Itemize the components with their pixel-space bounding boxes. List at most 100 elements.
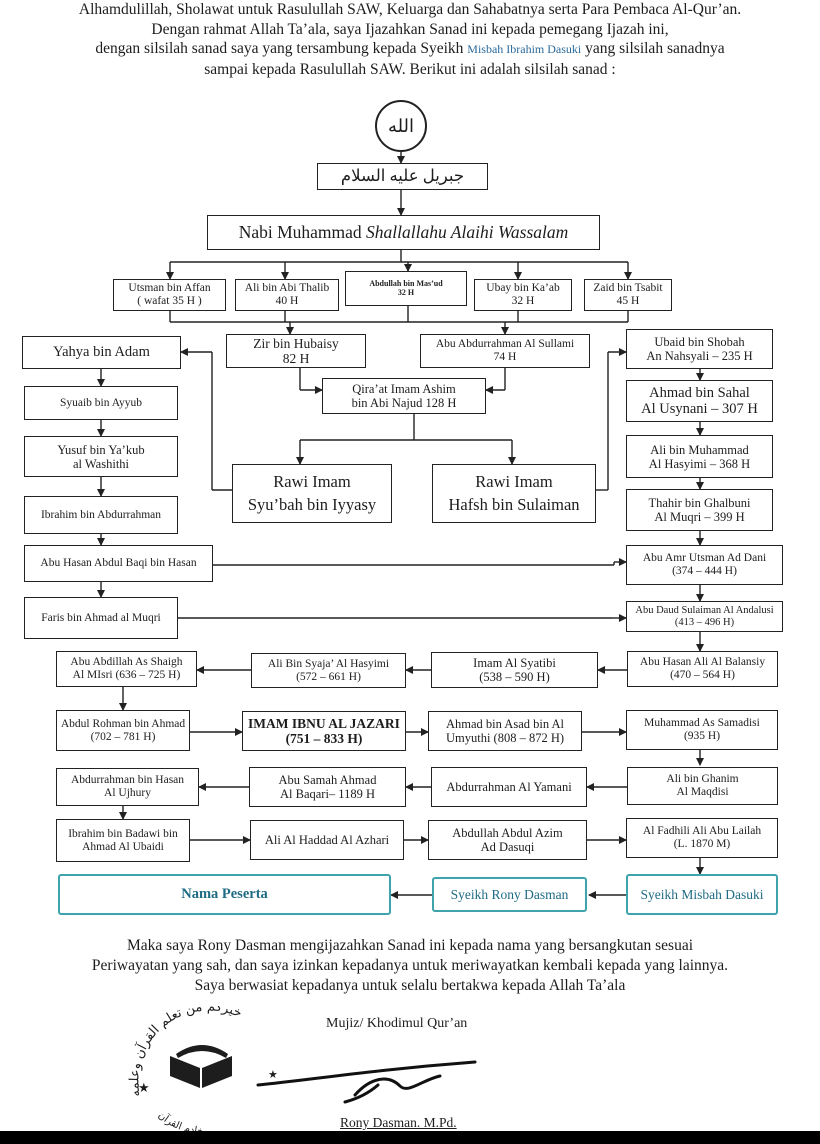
node-abu-hasan-balansiy: Abu Hasan Ali Al Balansiy (470 – 564 H) [627, 651, 778, 687]
node-samadisi-line-1: Muhammad As Samadisi [644, 717, 760, 730]
node-abu-samah: Abu Samah Ahmad Al Baqari– 1189 H [249, 767, 406, 807]
handwritten-signature [256, 1060, 477, 1104]
node-ibrahim-text: Ibrahim bin Abdurrahman [40, 508, 162, 521]
node-abdul-azim-line-2: Ad Dasuqi [480, 840, 535, 854]
node-zir: Zir bin Hubaisy 82 H [226, 334, 366, 368]
node-syeikh-rony-dasman: Syeikh Rony Dasman [432, 877, 587, 912]
node-ghanim-line-1: Ali bin Ghanim [666, 773, 739, 786]
node-ashim-line-1: Qira’at Imam Ashim [352, 382, 456, 396]
node-nabi-salawat: Shallallahu Alaihi Wassalam [366, 221, 569, 242]
quran-stamp-emblem: خيركم من تعلم القرآن وعلمه خادم القرآن ★… [127, 1006, 278, 1131]
node-muhammad-samadisi: Muhammad As Samadisi (935 H) [626, 710, 778, 750]
node-abu-abdurrahman: Abu Abdurrahman Al Sullami 74 H [420, 334, 590, 368]
node-utsman: Utsman bin Affan ( wafat 35 H ) [113, 279, 226, 311]
node-abu-abdurrahman-name: Abu Abdurrahman Al Sullami [435, 338, 575, 351]
node-yahya-text: Yahya bin Adam [53, 344, 150, 361]
node-ali-bin-syaja: Ali Bin Syaja’ Al Hasyimi (572 – 661 H) [251, 653, 406, 688]
node-ahmad-asad-line-1: Ahmad bin Asad bin Al [445, 717, 565, 731]
svg-text:خادم القرآن: خادم القرآن [156, 1110, 204, 1131]
node-ali: Ali bin Abi Thalib 40 H [235, 279, 339, 311]
node-ahmad-line-2: Al Usynani – 307 H [641, 401, 758, 417]
node-imam-ibnu-al-jazari: IMAM IBNU AL JAZARI (751 – 833 H) [242, 711, 406, 751]
node-ahmad-line-1: Ahmad bin Sahal [649, 384, 750, 401]
node-abdurrahman-hasan-line-2: Al Ujhury [104, 787, 151, 799]
node-jibril-text: جبريل عليه السلام [340, 166, 465, 186]
node-zir-name: Zir bin Hubaisy [253, 335, 339, 351]
node-syubah-line-2: Syu’bah bin Iyyasy [247, 494, 377, 514]
node-ubaid: Ubaid bin Shobah An Nahsyali – 235 H [626, 329, 773, 369]
node-yusuf-line-1: Yusuf bin Ya’kub [57, 442, 145, 457]
node-fadhili-line-2: (L. 1870 M) [673, 838, 731, 850]
node-faris-text: Faris bin Ahmad al Muqri [41, 611, 161, 624]
node-faris: Faris bin Ahmad al Muqri [24, 597, 178, 639]
intro-line-3: dengan silsilah sanad saya yang tersambu… [0, 39, 820, 60]
node-abdurrahman-yamani: Abdurrahman Al Yamani [431, 767, 587, 807]
open-book-left-icon [170, 1056, 200, 1088]
intro-line-3-pre: dengan silsilah sanad saya yang tersambu… [95, 40, 464, 57]
open-book-right-icon [202, 1056, 232, 1088]
node-ali-syaja-line-2: (572 – 661 H) [296, 670, 361, 683]
intro-line-4: sampai kepada Rasulullah SAW. Berikut in… [204, 60, 616, 78]
node-hafsh-line-2: Hafsh bin Sulaiman [448, 494, 580, 514]
node-abu-abdurrahman-year: 74 H [493, 351, 517, 363]
node-utsman-year: ( wafat 35 H ) [137, 295, 202, 307]
node-abu-abdillah-line-2: Al MIsri (636 – 725 H) [72, 669, 181, 681]
node-abdullah-year: 32 H [397, 287, 415, 297]
node-abdul-azim-line-1: Abdullah Abdul Azim [452, 826, 563, 840]
star-icon-left: ★ [138, 1080, 150, 1095]
node-ibrahim-badawi: Ibrahim bin Badawi bin Ahmad Al Ubaidi [56, 819, 190, 862]
node-abdullah-masud: Abdullah bin Mas’ud 32 H [345, 271, 467, 306]
intro-text: Alhamdulillah, Sholawat untuk Rasulullah… [0, 0, 820, 79]
node-haddad-text: Ali Al Haddad Al Azhari [264, 833, 390, 847]
node-ubaid-line-1: Ubaid bin Shobah [654, 335, 745, 349]
node-yusuf: Yusuf bin Ya’kub al Washithi [24, 436, 178, 477]
node-al-fadhili: Al Fadhili Ali Abu Lailah (L. 1870 M) [626, 818, 778, 858]
node-hafsh-line-1: Rawi Imam [475, 472, 553, 492]
node-ubay-name: Ubay bin Ka’ab [486, 282, 560, 295]
node-jazari-line-2: (751 – 833 H) [285, 731, 363, 746]
mujiz-name: Rony Dasman. M.Pd. [340, 1115, 457, 1130]
node-abdul-rohman-line-2: (702 – 781 H) [90, 730, 156, 743]
node-abu-hasan-text: Abu Hasan Abdul Baqi bin Hasan [40, 557, 197, 570]
node-ali-name: Ali bin Abi Thalib [244, 282, 330, 295]
node-daud-line-1: Abu Daud Sulaiman Al Andalusi [635, 604, 774, 616]
node-thahir-line-2: Al Muqri – 399 H [654, 510, 745, 524]
node-daud-line-2: (413 – 496 H) [674, 616, 735, 628]
intro-line-2: Dengan rahmat Allah Ta’ala, saya Ijazahk… [151, 20, 669, 38]
node-syeikh-misbah-dasuki: Syeikh Misbah Dasuki [626, 874, 778, 915]
node-abdurrahman-hasan-line-1: Abdurrahman bin Hasan [70, 774, 185, 787]
node-fadhili-line-1: Al Fadhili Ali Abu Lailah [642, 825, 762, 838]
node-ali-haddad: Ali Al Haddad Al Azhari [250, 820, 404, 860]
node-thahir: Thahir bin Ghalbuni Al Muqri – 399 H [626, 489, 773, 531]
closing-line-1: Maka saya Rony Dasman mengijazahkan Sana… [127, 937, 693, 954]
misbah-dasuki-text: Syeikh Misbah Dasuki [640, 886, 764, 902]
node-ibrahim-abdurrahman: Ibrahim bin Abdurrahman [24, 496, 178, 534]
node-dani-line-1: Abu Amr Utsman Ad Dani [642, 552, 767, 565]
node-abu-samah-line-1: Abu Samah Ahmad [278, 773, 377, 787]
node-syubah-line-1: Rawi Imam [273, 472, 351, 492]
rony-dasman-text: Syeikh Rony Dasman [450, 886, 569, 902]
node-abdullah-abdul-azim: Abdullah Abdul Azim Ad Dasuqi [428, 820, 587, 860]
node-zaid: Zaid bin Tsabit 45 H [584, 279, 672, 311]
node-balansiy-line-2: (470 – 564 H) [670, 669, 735, 681]
node-nabi-name: Nabi Muhammad [238, 221, 367, 242]
node-badawi-line-2: Ahmad Al Ubaidi [82, 840, 164, 853]
node-ubay-year: 32 H [511, 295, 535, 307]
node-imam-syatibi: Imam Al Syatibi (538 – 590 H) [431, 652, 598, 688]
allah-calligraphy-circle: الله [375, 100, 427, 152]
node-samadisi-line-2: (935 H) [683, 730, 721, 742]
closing-statement: Maka saya Rony Dasman mengijazahkan Sana… [0, 936, 820, 996]
nama-peserta-text: Nama Peserta [181, 886, 268, 903]
node-zaid-name: Zaid bin Tsabit [593, 282, 663, 295]
node-yamani-text: Abdurrahman Al Yamani [446, 780, 572, 794]
mujiz-label: Mujiz/ Khodimul Qur’an [326, 1016, 468, 1031]
intro-line-3-post: yang silsilah sanadnya [585, 40, 725, 57]
node-ali-muhammad-line-2: Al Hasyimi – 368 H [648, 456, 751, 471]
node-imam-ashim: Qira’at Imam Ashim bin Abi Najud 128 H [322, 378, 486, 414]
node-yahya-bin-adam: Yahya bin Adam [22, 336, 181, 369]
node-ali-muhammad: Ali bin Muhammad Al Hasyimi – 368 H [626, 435, 773, 478]
star-icon-right: ★ [268, 1069, 278, 1081]
node-ahmad-sahal: Ahmad bin Sahal Al Usynani – 307 H [626, 380, 773, 422]
teacher-name-highlight: Misbah Ibrahim Dasuki [467, 42, 582, 56]
